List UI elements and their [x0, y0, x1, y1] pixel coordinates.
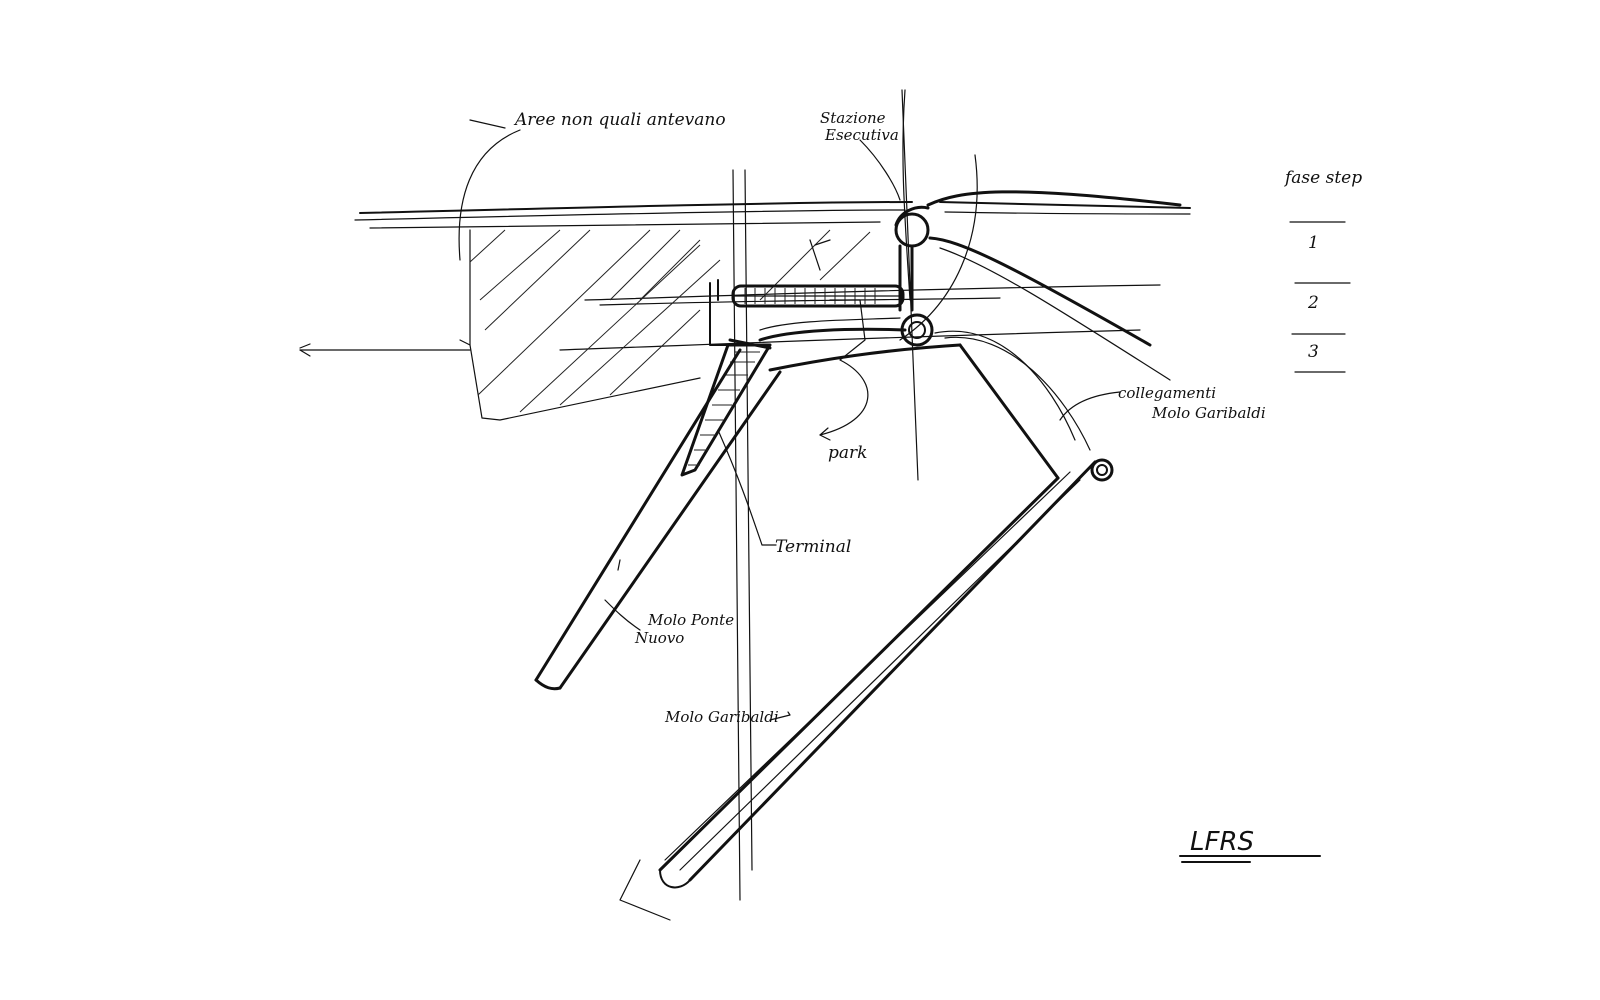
label-fase-2: 2 — [1307, 293, 1319, 313]
pier-garibaldi — [619, 330, 1097, 921]
label-stazione-2: Esecutiva — [824, 126, 899, 144]
label-fase-1: 1 — [1308, 233, 1319, 253]
terminal-diagonal — [680, 338, 772, 477]
area-outline-arc — [458, 129, 521, 261]
label-park: park — [828, 443, 867, 463]
label-terminal: Terminal — [775, 537, 851, 557]
leader-lines — [604, 139, 1121, 721]
phase-legend — [1289, 221, 1351, 373]
signature: LFRS — [1190, 827, 1254, 857]
label-collegamenti-2: Molo Garibaldi — [1151, 404, 1266, 422]
roundabouts — [894, 190, 1182, 482]
label-collegamenti-1: collegamenti — [1118, 384, 1216, 402]
label-stazione-1: Stazione — [820, 109, 886, 127]
label-molo-garibaldi: Molo Garibaldi — [664, 708, 779, 726]
label-molo-ponte-1: Molo Ponte — [647, 611, 734, 629]
label-molo-ponte-2: Nuovo — [634, 629, 684, 647]
label-aree: Aree non quali antevano — [513, 110, 726, 130]
terminal-bar — [709, 279, 905, 346]
road-lines — [299, 201, 1191, 357]
pier-ponte-nuovo — [534, 317, 962, 691]
label-fase-3: 3 — [1308, 342, 1319, 362]
hatched-area — [459, 229, 871, 421]
label-fasi: fase step — [1283, 168, 1362, 188]
